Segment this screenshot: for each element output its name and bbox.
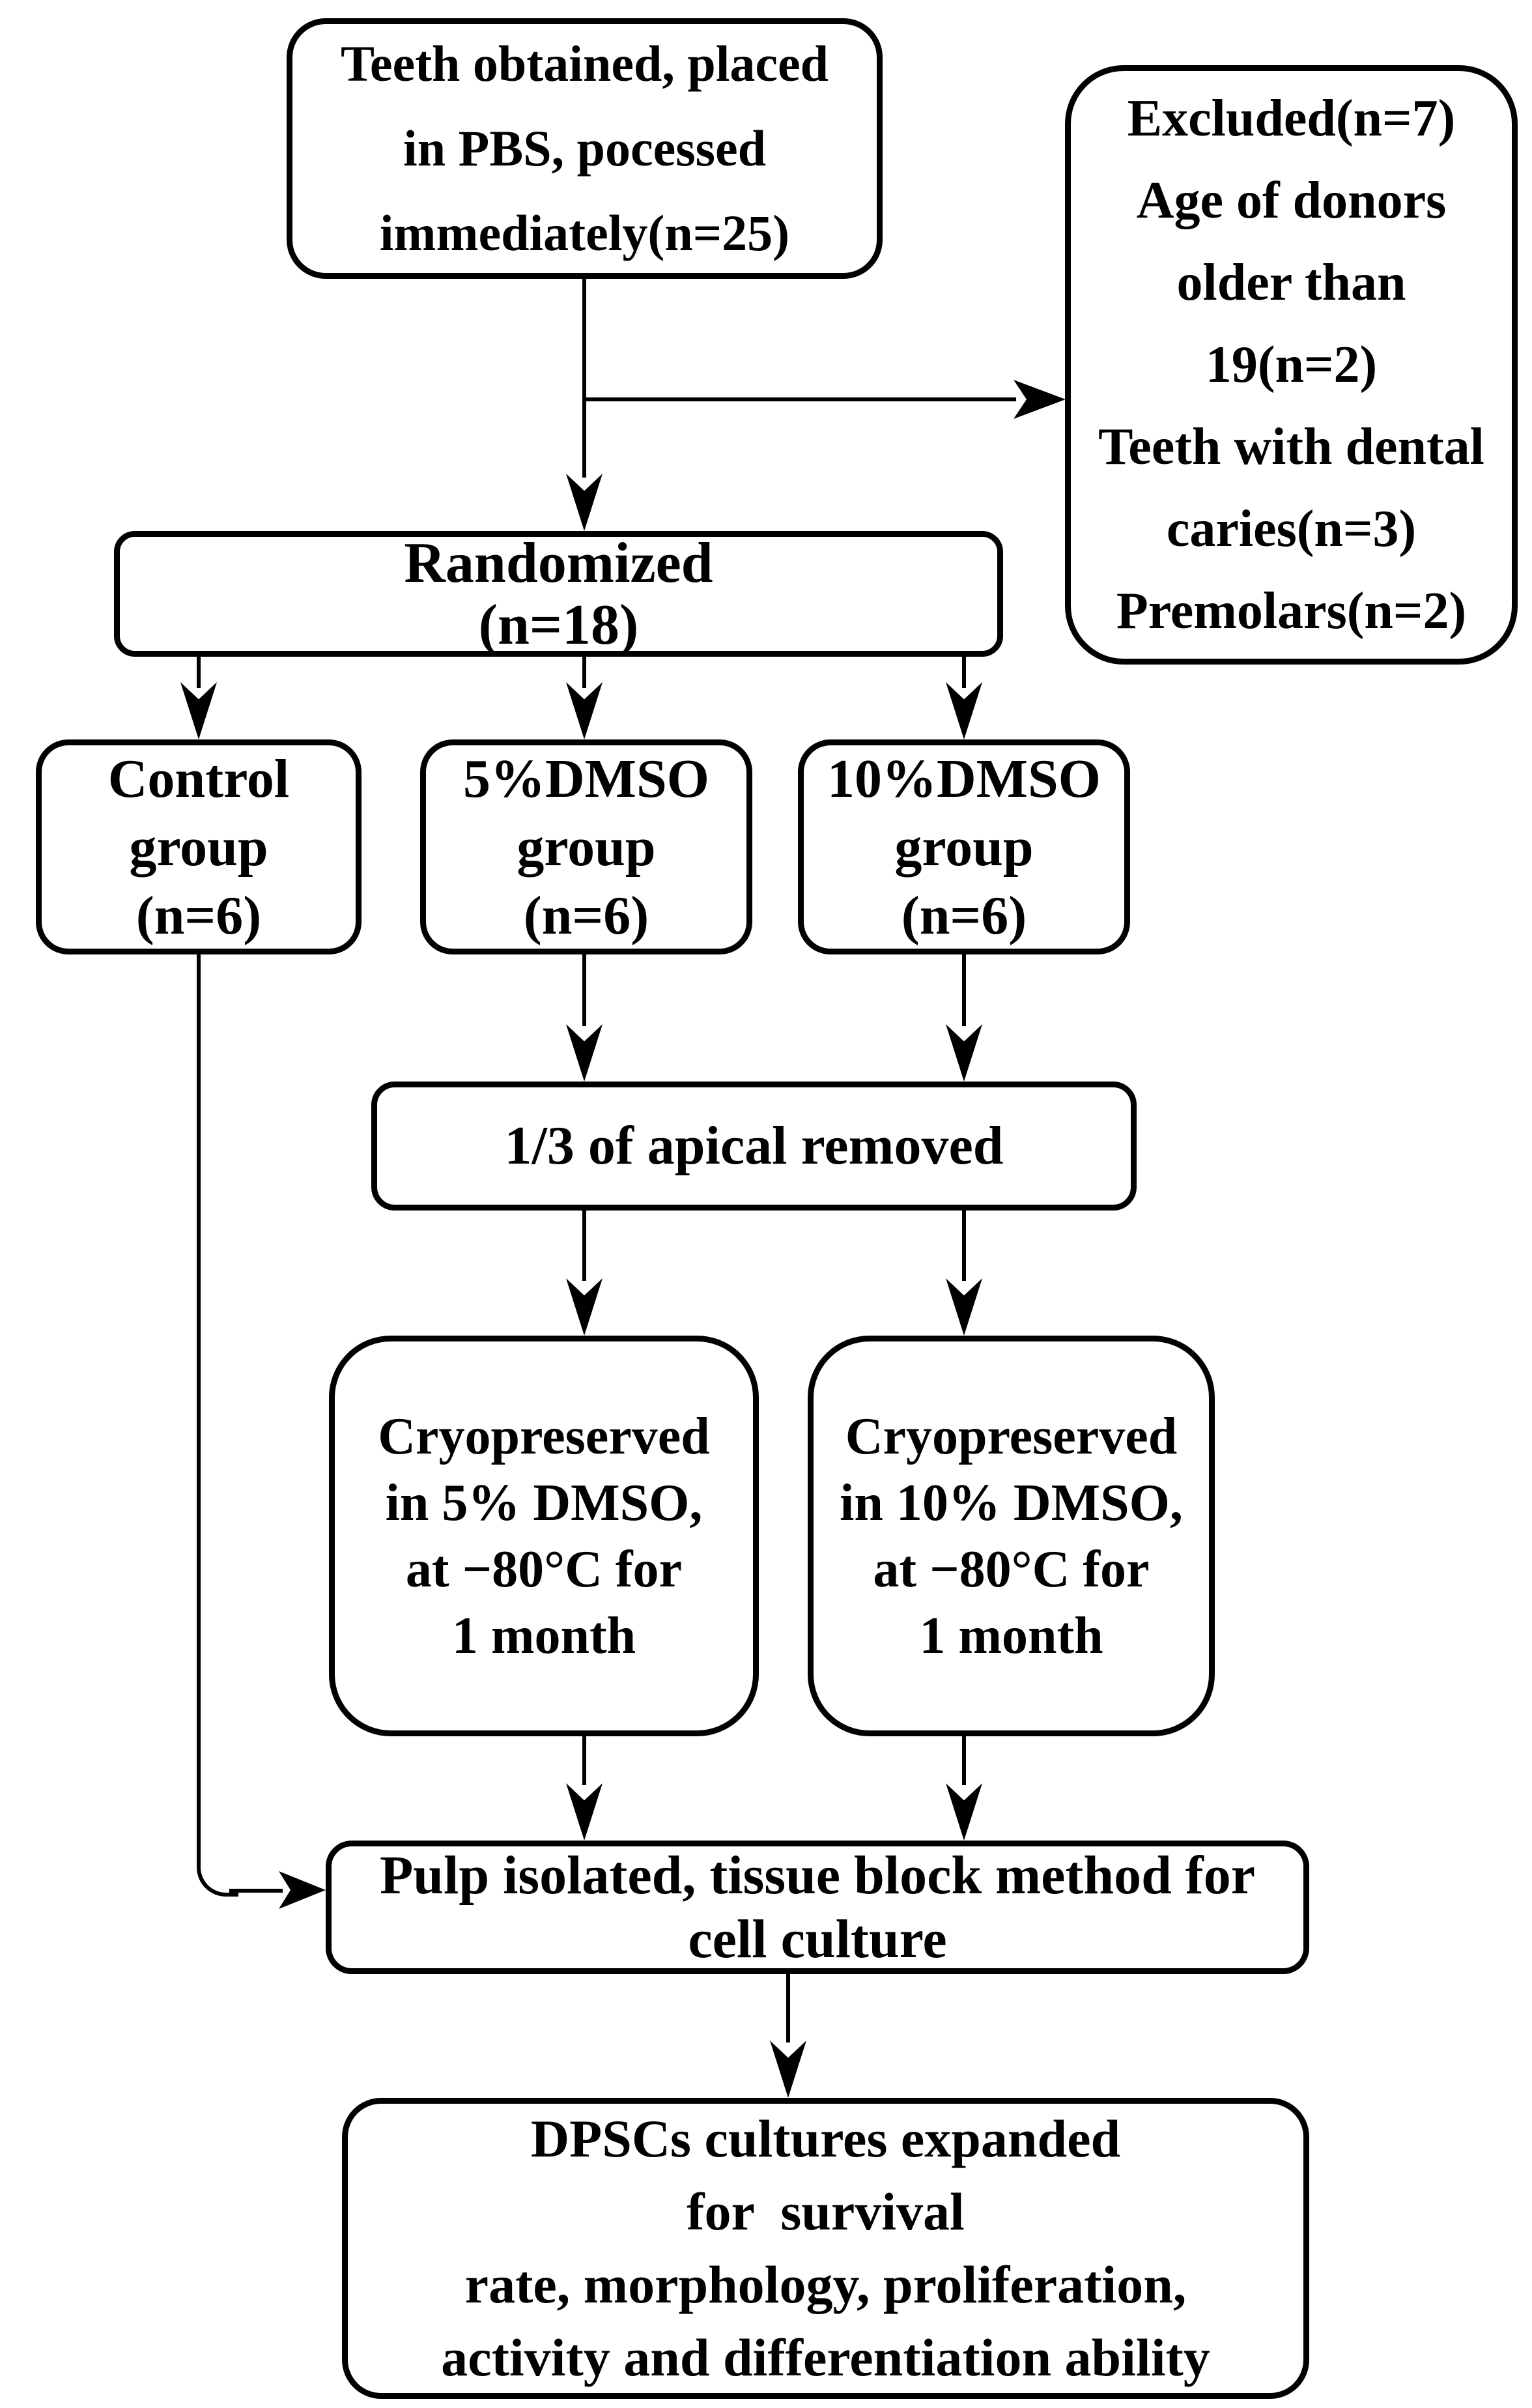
node-text-line: group — [129, 816, 268, 878]
node-text-line: in 10% DMSO, — [840, 1474, 1183, 1532]
node-control-group: Control group (n=6) — [36, 739, 362, 954]
node-cryopreserved-10pct: Cryopreserved in 10% DMSO, at −80°C for … — [808, 1336, 1215, 1736]
arrow-randomized-to-10pct — [962, 657, 966, 688]
arrow-control-to-pulp-horizontal — [229, 1889, 283, 1893]
node-5pct-dmso-group: 5%DMSO group (n=6) — [420, 739, 752, 954]
node-text-line: group — [517, 816, 656, 878]
arrowhead-down-icon — [566, 1024, 603, 1082]
node-text-line: at −80°C for — [405, 1540, 683, 1598]
arrow-branch-to-excluded — [582, 397, 1016, 401]
node-text-line: 19(n=2) — [1205, 336, 1378, 394]
node-text-line: (n=6) — [523, 885, 649, 946]
node-text-line: activity and differentiation ability — [441, 2328, 1210, 2387]
arrow-cryo10-to-pulp — [962, 1736, 966, 1785]
arrow-teeth-to-randomized — [582, 279, 586, 478]
node-text-line: DPSCs cultures expanded — [530, 2109, 1121, 2168]
node-text-line: 1 month — [919, 1607, 1103, 1665]
node-apical-removed: 1/3 of apical removed — [371, 1082, 1137, 1211]
node-text-line: Teeth obtained, placed — [340, 35, 829, 92]
node-text-line: cell culture — [688, 1908, 947, 1970]
node-text-line: Excluded(n=7) — [1127, 90, 1456, 147]
arrowhead-down-icon — [180, 682, 217, 739]
node-text-line: Teeth with dental — [1098, 418, 1484, 476]
arrowhead-down-icon — [946, 682, 982, 739]
node-text-line: (n=6) — [135, 885, 262, 946]
arrowhead-right-icon — [1014, 380, 1066, 419]
arrow-apical-to-cryo5 — [582, 1211, 586, 1281]
node-text-line: Premolars(n=2) — [1116, 582, 1467, 640]
arrowhead-down-icon — [946, 1278, 982, 1336]
arrowhead-down-icon — [566, 682, 603, 739]
node-text-line: at −80°C for — [873, 1540, 1150, 1598]
node-text-line: in 5% DMSO, — [385, 1474, 703, 1532]
node-text-line: for survival — [687, 2182, 965, 2241]
node-text-line: caries(n=3) — [1166, 500, 1417, 558]
node-excluded: Excluded(n=7) Age of donors older than 1… — [1065, 65, 1518, 665]
arrow-control-to-pulp-corner — [197, 1860, 238, 1897]
node-text-line: Pulp isolated, tissue block method for — [379, 1844, 1256, 1906]
arrow-control-to-pulp-vertical — [197, 954, 201, 1863]
node-10pct-dmso-group: 10%DMSO group (n=6) — [798, 739, 1130, 954]
node-pulp-isolated: Pulp isolated, tissue block method for c… — [326, 1841, 1309, 1974]
node-text-line: Age of donors — [1136, 172, 1447, 229]
node-text-line: 10%DMSO — [827, 748, 1101, 809]
arrow-10pct-to-apical — [962, 954, 966, 1026]
node-text-line: 1 month — [451, 1607, 636, 1665]
node-text-line: 5%DMSO — [463, 748, 709, 809]
arrowhead-down-icon — [566, 1783, 603, 1841]
node-text-line: 1/3 of apical removed — [504, 1115, 1004, 1176]
arrowhead-down-icon — [566, 474, 603, 531]
node-text-line: older than — [1176, 254, 1406, 311]
node-dpscs-expanded: DPSCs cultures expanded for survival rat… — [342, 2098, 1309, 2399]
arrowhead-down-icon — [946, 1024, 982, 1082]
arrowhead-down-icon — [770, 2041, 806, 2098]
node-randomized: Randomized (n=18) — [114, 531, 1003, 657]
arrow-pulp-to-dpscs — [786, 1974, 790, 2042]
node-text-line: Control — [107, 748, 290, 809]
arrow-randomized-to-control — [197, 657, 201, 688]
node-text-line: in PBS, pocessed — [403, 120, 766, 177]
arrow-cryo5-to-pulp — [582, 1736, 586, 1785]
node-text-line: immediately(n=25) — [379, 205, 790, 261]
node-text-line: (n=18) — [478, 593, 639, 657]
node-text-line: Cryopreserved — [845, 1407, 1178, 1465]
arrow-randomized-to-5pct — [582, 657, 586, 688]
arrowhead-right-icon — [279, 1871, 326, 1909]
node-text-line: group — [894, 816, 1034, 878]
node-text-line: Randomized — [404, 531, 713, 595]
arrow-5pct-to-apical — [582, 954, 586, 1026]
arrowhead-down-icon — [946, 1783, 982, 1841]
arrow-apical-to-cryo10 — [962, 1211, 966, 1281]
arrowhead-down-icon — [566, 1278, 603, 1336]
node-text-line: rate, morphology, proliferation, — [464, 2255, 1187, 2314]
node-cryopreserved-5pct: Cryopreserved in 5% DMSO, at −80°C for 1… — [329, 1336, 759, 1736]
node-teeth-obtained: Teeth obtained, placed in PBS, pocessed … — [287, 18, 883, 279]
node-text-line: (n=6) — [901, 885, 1027, 946]
node-text-line: Cryopreserved — [378, 1407, 710, 1465]
